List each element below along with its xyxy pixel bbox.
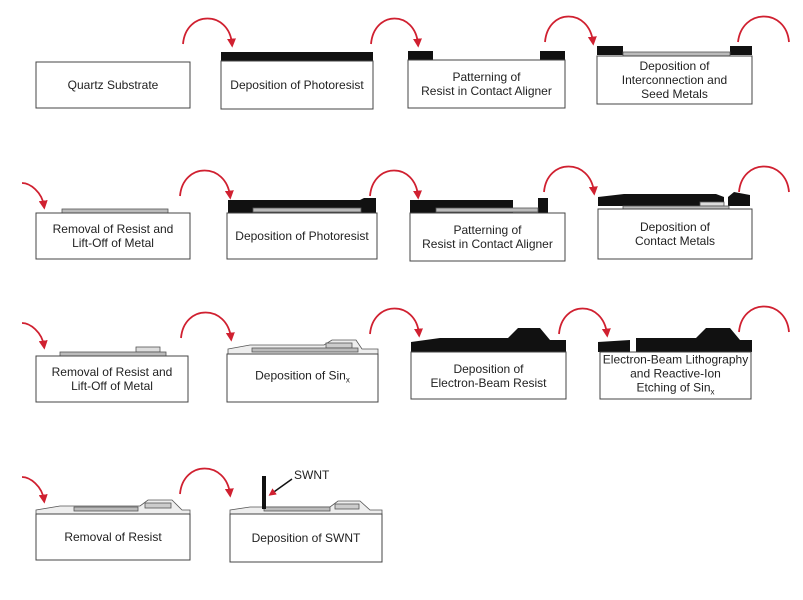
- swnt-tube: [262, 476, 266, 509]
- arrow-6-to-7: [369, 169, 423, 200]
- step-7: Patterning of Resist in Contact Aligner: [410, 213, 565, 261]
- step-2-label: Deposition of Photoresist: [230, 78, 364, 92]
- step-10-subscript: x: [345, 375, 350, 385]
- arrow-1-to-2: [182, 17, 237, 48]
- arrow-into-9: [21, 322, 48, 350]
- step-3-graphic: [407, 51, 566, 109]
- arrow-into-5: [21, 182, 48, 210]
- step-2: Deposition of Photoresist: [221, 61, 373, 109]
- step-14: Deposition of SWNT: [230, 514, 382, 562]
- step-13-graphic: [35, 499, 191, 561]
- arrow-8-exit: [738, 165, 790, 193]
- step-12-subscript: x: [710, 387, 715, 397]
- swnt-label: SWNT: [294, 468, 330, 482]
- step-9-label: Removal of Resist and Lift-Off of Metal: [51, 365, 173, 393]
- arrow-13-to-14: [179, 467, 234, 498]
- step-11-label: Deposition of Electron-Beam Resist: [430, 361, 547, 390]
- step-6-label: Deposition of Photoresist: [235, 229, 369, 243]
- step-12-graphic: [598, 328, 752, 400]
- step-1-graphic: [35, 61, 191, 109]
- step-14-label: Deposition of SWNT: [251, 531, 361, 545]
- step-12-label: Electron-Beam Lithography and Reactive-I…: [602, 351, 749, 397]
- step-3: Patterning of Resist in Contact Aligner: [408, 60, 565, 108]
- step-13-label: Removal of Resist: [64, 530, 162, 544]
- arrow-into-13: [21, 476, 48, 504]
- arrow-11-to-12: [558, 307, 611, 338]
- step-4-graphic: [596, 46, 753, 105]
- step-8-graphic: [597, 192, 753, 260]
- step-8: Deposition of Contact Metals: [598, 209, 752, 259]
- step-5: Removal of Resist and Lift-Off of Metal: [36, 213, 190, 259]
- step-1-label: Quartz Substrate: [67, 78, 159, 92]
- arrow-9-to-10: [180, 311, 235, 342]
- step-5-graphic: [35, 208, 191, 260]
- arrow-2-to-3: [370, 17, 423, 48]
- step-7-graphic: [409, 198, 566, 262]
- swnt-pointer-arrow: [268, 478, 293, 496]
- step-6: Deposition of Photoresist: [227, 213, 377, 259]
- step-10-text: Deposition of Sin: [255, 368, 346, 383]
- step-7-label: Patterning of Resist in Contact Aligner: [422, 223, 553, 251]
- step-8-label: Deposition of Contact Metals: [634, 220, 716, 248]
- step-10-label: Deposition of Sinx: [227, 368, 378, 387]
- step-11: Deposition of Electron-Beam Resist: [411, 352, 566, 399]
- step-12: Electron-Beam Lithography and Reactive-I…: [600, 352, 751, 399]
- step-9-graphic: [35, 346, 189, 403]
- step-11-graphic: [410, 328, 567, 400]
- step-4: Deposition of Interconnection and Seed M…: [597, 56, 752, 104]
- step-10-graphic: [226, 339, 379, 403]
- step-10: Deposition of Sinx: [227, 354, 378, 402]
- arrow-5-to-6: [179, 169, 234, 200]
- step-4-label: Deposition of Interconnection and Seed M…: [621, 59, 728, 101]
- step-12-text: Etching of Sin: [636, 379, 711, 394]
- step-9: Removal of Resist and Lift-Off of Metal: [36, 356, 188, 402]
- step-6-graphic: [226, 198, 378, 260]
- step-1: Quartz Substrate: [36, 62, 190, 108]
- arrow-7-to-8: [543, 165, 598, 196]
- step-14-graphic: [229, 476, 383, 563]
- arrow-10-to-11: [369, 307, 424, 338]
- arrow-12-exit: [738, 305, 790, 333]
- arrow-3-to-4: [544, 15, 597, 46]
- step-2-graphic: [220, 52, 374, 110]
- step-5-label: Removal of Resist and Lift-Off of Metal: [52, 222, 174, 250]
- arrow-4-exit: [737, 15, 790, 43]
- step-13: Removal of Resist: [36, 514, 190, 560]
- step-3-label: Patterning of Resist in Contact Aligner: [421, 70, 552, 98]
